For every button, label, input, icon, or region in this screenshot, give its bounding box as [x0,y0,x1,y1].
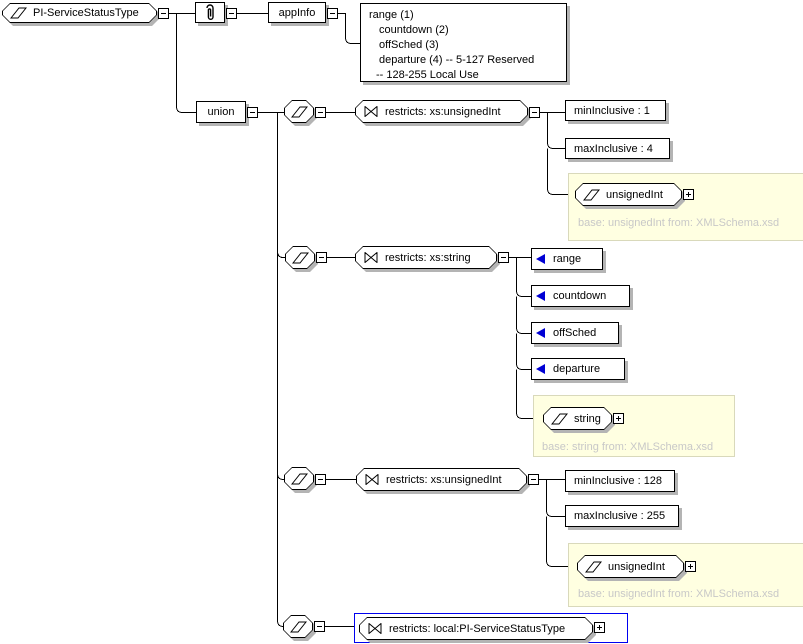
facet-mininclusive-1[interactable]: minInclusive : 1 [565,100,666,121]
enum-value-label: countdown [553,290,607,302]
collapse-toggle-member-1[interactable] [315,107,326,118]
simple-type-icon [289,620,307,634]
collapse-toggle-member-2[interactable] [316,252,327,263]
collapse-toggle-appinfo[interactable] [327,8,338,19]
enum-value-label: offSched [553,327,597,339]
enum-value-icon [536,254,545,264]
simple-type-icon [291,251,309,265]
simple-type-member-node-2[interactable] [285,246,315,269]
collapse-toggle-member-3[interactable] [315,474,326,485]
restriction-node-2[interactable]: restricts: xs:string [355,246,497,269]
base-note: base: string from: XMLSchema.xsd [542,441,714,453]
doc-line: range (1) [369,9,414,21]
enum-value-label: range [553,253,582,265]
facet-label: minInclusive : 1 [574,104,650,117]
annotation-node[interactable] [195,2,225,23]
simple-type-icon [290,105,308,119]
base-note: base: unsignedInt from: XMLSchema.xsd [578,588,780,600]
restriction-label: restricts: xs:string [385,251,471,264]
appinfo-label: appInfo [278,6,316,19]
collapse-toggle-annotation[interactable] [226,8,237,19]
enum-value-icon [536,364,545,374]
collapse-toggle-restriction-3[interactable] [528,474,539,485]
union-label: union [207,106,235,118]
expand-toggle-string[interactable] [613,413,624,424]
collapse-toggle-restriction-2[interactable] [498,252,509,263]
collapse-toggle-root[interactable] [158,8,169,19]
expand-toggle-unsignedint-1[interactable] [683,189,694,200]
collapse-toggle-member-4[interactable] [314,621,325,632]
appinfo-node[interactable]: appInfo [268,2,326,23]
enum-value-offsched[interactable]: offSched [531,322,619,344]
root-type-label: PI-ServiceStatusType [33,7,139,19]
base-note: base: unsignedInt from: XMLSchema.xsd [578,217,780,229]
enum-value-icon [536,291,545,301]
doc-line: -- 128-255 Local Use [376,69,479,81]
collapse-toggle-union[interactable] [247,107,258,118]
base-type-node-unsignedint-1[interactable]: unsignedInt [575,183,682,206]
restriction-label: restricts: xs:unsignedInt [385,105,501,118]
restriction-icon [364,473,380,486]
simple-type-member-node-4[interactable] [283,615,313,638]
facet-label: minInclusive : 128 [574,475,663,487]
base-type-node-unsignedint-2[interactable]: unsignedInt [577,555,684,578]
facet-maxinclusive-1[interactable]: maxInclusive : 4 [565,138,670,159]
base-type-label: unsignedInt [606,188,663,201]
base-type-label: unsignedInt [608,560,665,573]
simple-type-icon [585,560,602,574]
facet-label: maxInclusive : 255 [574,510,666,522]
collapse-toggle-restriction-1[interactable] [529,107,540,118]
expand-toggle-restriction-4[interactable] [594,622,605,633]
facet-mininclusive-2[interactable]: minInclusive : 128 [565,470,675,492]
documentation-box[interactable]: range (1) countdown (2) offSched (3) dep… [360,3,567,82]
enum-value-departure[interactable]: departure [531,358,625,380]
paperclip-icon [203,3,217,22]
enum-value-icon [536,328,545,338]
enum-value-label: departure [553,363,601,375]
restriction-node-4[interactable]: restricts: local:PI-ServiceStatusType [359,617,593,640]
doc-line: departure (4) -- 5-127 Reserved [379,54,535,66]
restriction-icon [363,251,379,264]
simple-type-icon [290,472,308,486]
simple-type-icon [583,188,600,202]
simple-type-icon [551,412,568,426]
root-type-node[interactable]: PI-ServiceStatusType [2,3,157,23]
simple-type-member-node-3[interactable] [284,467,314,490]
restriction-icon [367,622,383,635]
facet-label: maxInclusive : 4 [574,142,653,155]
facet-maxinclusive-2[interactable]: maxInclusive : 255 [565,505,679,527]
doc-line: countdown (2) [379,24,449,36]
union-node[interactable]: union [196,101,246,123]
restriction-label: restricts: local:PI-ServiceStatusType [389,622,566,635]
enum-value-countdown[interactable]: countdown [531,285,630,307]
base-type-node-string[interactable]: string [543,407,612,430]
enum-value-range[interactable]: range [531,248,603,270]
simple-type-member-node-1[interactable] [284,100,314,123]
simple-type-icon [10,6,27,20]
doc-line: offSched (3) [379,39,439,51]
restriction-label: restricts: xs:unsignedInt [386,473,502,486]
expand-toggle-unsignedint-2[interactable] [685,561,696,572]
restriction-icon [363,105,379,118]
base-type-label: string [574,412,601,425]
restriction-node-3[interactable]: restricts: xs:unsignedInt [356,468,527,491]
restriction-node-1[interactable]: restricts: xs:unsignedInt [355,100,528,123]
